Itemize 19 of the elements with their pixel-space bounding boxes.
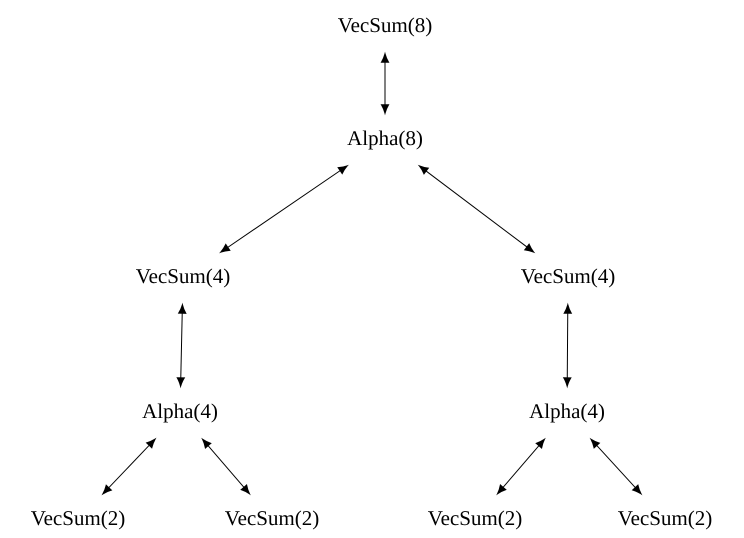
node-label: VecSum(2)	[31, 510, 124, 530]
double-arrow	[176, 304, 186, 387]
node-label: Alpha(8)	[347, 130, 422, 150]
double-arrow	[380, 53, 390, 114]
double-arrow	[418, 165, 534, 253]
node-label: VecSum(4)	[521, 268, 614, 288]
double-arrow	[202, 438, 250, 494]
double-arrow	[102, 438, 156, 494]
node-label: VecSum(8)	[338, 17, 432, 37]
node-label: Alpha(4)	[529, 403, 604, 423]
node-label: VecSum(4)	[136, 268, 230, 288]
double-arrow	[220, 165, 348, 253]
double-arrow	[496, 438, 546, 494]
node-label: Alpha(4)	[142, 403, 217, 423]
node-label: VecSum(2)	[618, 510, 712, 530]
node-label: VecSum(2)	[428, 510, 522, 530]
node-label: VecSum(2)	[225, 510, 318, 530]
double-arrow	[563, 304, 572, 387]
double-arrow	[590, 438, 642, 494]
